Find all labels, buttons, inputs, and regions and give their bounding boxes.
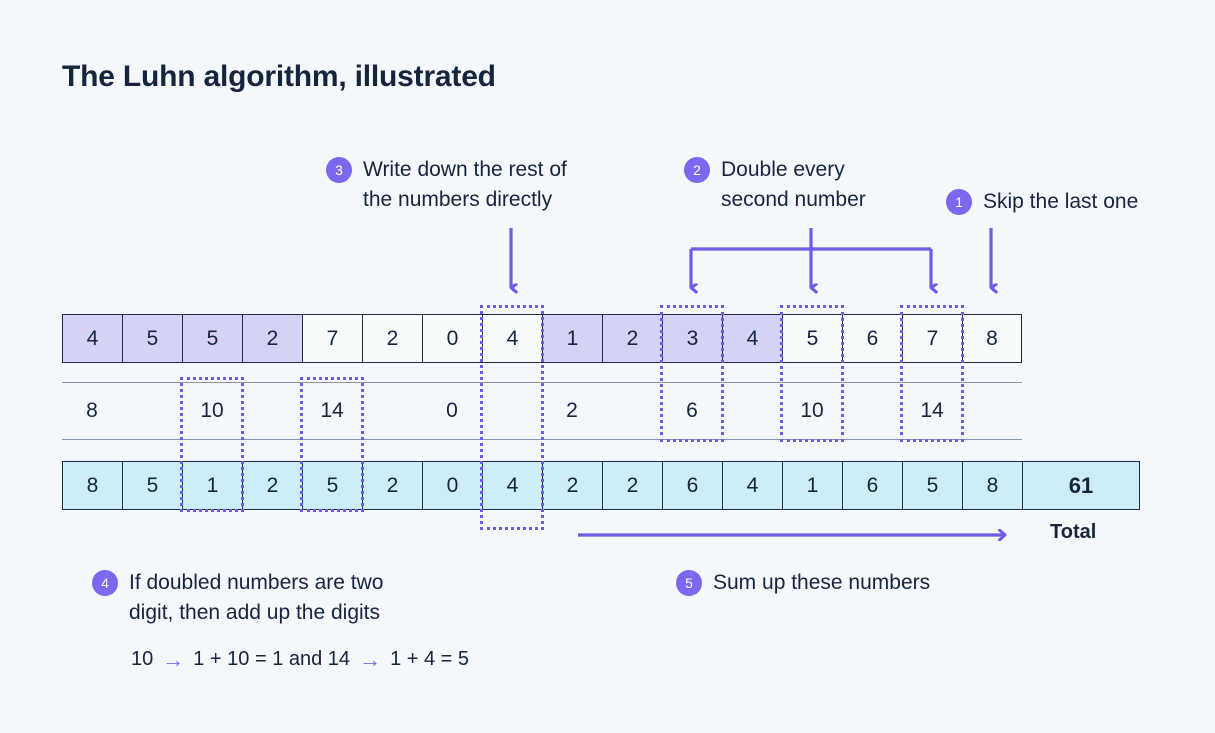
cell-doubled-15 (962, 382, 1022, 440)
page-title: The Luhn algorithm, illustrated (62, 60, 496, 93)
callout-2: 2 Double every second number (684, 155, 866, 215)
cell-reduced-14: 5 (902, 461, 962, 510)
cell-card-number-10: 3 (662, 314, 722, 363)
cell-doubled-9 (602, 382, 662, 440)
formula-part-1: 10 (131, 648, 154, 670)
cell-card-number-3: 2 (242, 314, 302, 363)
cell-reduced-12: 1 (782, 461, 842, 510)
callout-3: 3 Write down the rest of the numbers dir… (326, 155, 567, 215)
cell-card-number-2: 5 (182, 314, 242, 363)
cell-reduced-7: 4 (482, 461, 542, 510)
cell-doubled-7 (482, 382, 542, 440)
callout-3-text: Write down the rest of the numbers direc… (363, 158, 567, 211)
cell-doubled-5 (362, 382, 422, 440)
callout-5-badge: 5 (676, 570, 702, 596)
cell-doubled-3 (242, 382, 302, 440)
cell-reduced-9: 2 (602, 461, 662, 510)
cell-reduced-10: 6 (662, 461, 722, 510)
cell-doubled-1 (122, 382, 182, 440)
right-arrow-icon: → (359, 646, 382, 672)
callout-5-text: Sum up these numbers (713, 571, 931, 594)
cell-card-number-7: 4 (482, 314, 542, 363)
cell-doubled-6: 0 (422, 382, 482, 440)
cell-card-number-1: 5 (122, 314, 182, 363)
cell-reduced-8: 2 (542, 461, 602, 510)
cell-doubled-12: 10 (782, 382, 842, 440)
callout-1-badge: 1 (946, 189, 972, 215)
callout-2-text: Double every second number (721, 158, 866, 211)
right-arrow-icon: → (162, 646, 185, 672)
callout-5: 5 Sum up these numbers (676, 568, 930, 598)
cell-card-number-5: 2 (362, 314, 422, 363)
cell-reduced-4: 5 (302, 461, 362, 510)
callout-1: 1 Skip the last one (946, 187, 1138, 217)
formula-part-3: 1 + 4 = 5 (390, 648, 470, 670)
cell-reduced-3: 2 (242, 461, 302, 510)
cell-reduced-1: 5 (122, 461, 182, 510)
cell-card-number-12: 5 (782, 314, 842, 363)
cell-doubled-10: 6 (662, 382, 722, 440)
cell-reduced-6: 0 (422, 461, 482, 510)
cell-reduced-13: 6 (842, 461, 902, 510)
total-cell: 61 (1022, 461, 1140, 510)
cell-card-number-4: 7 (302, 314, 362, 363)
digit-sum-formula: 10 → 1 + 10 = 1 and 14 → 1 + 4 = 5 (131, 648, 469, 671)
cell-card-number-9: 2 (602, 314, 662, 363)
total-label: Total (1050, 521, 1097, 543)
cell-doubled-2: 10 (182, 382, 242, 440)
cell-card-number-14: 7 (902, 314, 962, 363)
cell-doubled-8: 2 (542, 382, 602, 440)
cell-doubled-14: 14 (902, 382, 962, 440)
formula-part-2: 1 + 10 = 1 and 14 (193, 648, 351, 670)
callout-3-badge: 3 (326, 157, 352, 183)
cell-doubled-11 (722, 382, 782, 440)
callout-1-text: Skip the last one (983, 190, 1139, 213)
doubled-row: 8 10 14 0 2 6 10 14 (62, 382, 1022, 440)
cell-reduced-11: 4 (722, 461, 782, 510)
callout-2-badge: 2 (684, 157, 710, 183)
cell-card-number-13: 6 (842, 314, 902, 363)
cell-reduced-5: 2 (362, 461, 422, 510)
cell-reduced-15: 8 (962, 461, 1022, 510)
cell-reduced-2: 1 (182, 461, 242, 510)
cell-reduced-0: 8 (62, 461, 122, 510)
cell-card-number-0: 4 (62, 314, 122, 363)
cell-card-number-11: 4 (722, 314, 782, 363)
cell-card-number-8: 1 (542, 314, 602, 363)
callout-4: 4 If doubled numbers are two digit, then… (92, 568, 383, 628)
callout-4-badge: 4 (92, 570, 118, 596)
callout-4-text: If doubled numbers are two digit, then a… (129, 571, 384, 624)
cell-doubled-4: 14 (302, 382, 362, 440)
cell-doubled-13 (842, 382, 902, 440)
cell-card-number-6: 0 (422, 314, 482, 363)
cell-card-number-15: 8 (962, 314, 1022, 363)
cell-doubled-0: 8 (62, 382, 122, 440)
